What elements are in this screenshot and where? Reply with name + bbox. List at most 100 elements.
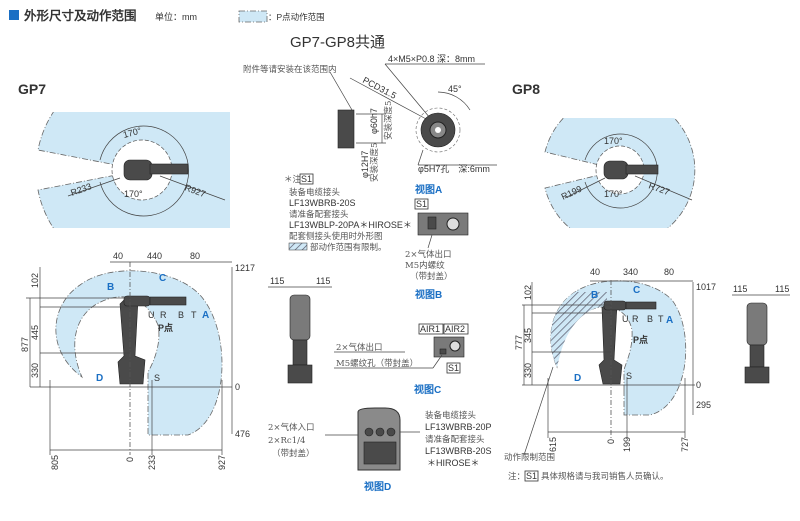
view-a-install-note: 附件等请安装在该范围内 — [243, 64, 337, 75]
gp8-angle-top: 170° — [604, 136, 623, 146]
view-a-thread: 4×M5×P0.8 深：8mm — [388, 54, 475, 64]
view-d-right-0: 装备电缆接头 — [425, 410, 477, 421]
gp8-arrow-d: D — [574, 373, 581, 384]
view-a-depth1: 安装深度5 — [383, 101, 394, 140]
gp8-dim-bottom-2: 199 — [622, 437, 632, 452]
gp7-dim-right-2: 476 — [235, 429, 250, 439]
gp7-axis-r: R — [160, 310, 167, 320]
note-s1-prefix: ＊注 — [284, 174, 302, 185]
gp7-arrow-b: B — [107, 282, 114, 293]
view-a-flange-face — [415, 91, 497, 166]
gp8-label: GP8 — [512, 81, 540, 97]
view-a-title: 视图A — [415, 183, 442, 196]
gp7-dim-left-2: 330 — [30, 363, 40, 378]
view-b-title: 视图B — [415, 288, 442, 301]
gp7-arrow-a: A — [202, 310, 209, 321]
view-d-right-2: 请准备配套接头 — [425, 434, 485, 445]
gp7-p-point: P点 — [158, 322, 173, 333]
gp8-angle-bottom: 170° — [604, 189, 623, 199]
gp7-axis-b: B — [178, 310, 184, 320]
gp8-dim-right-0: 1017 — [696, 282, 716, 292]
gp8-top-view — [544, 118, 696, 228]
footnote-tag: S1 — [526, 471, 537, 481]
gp8-dim-right-1: 0 — [696, 380, 701, 390]
gp8-dim-top-0: 40 — [590, 267, 600, 277]
header-marker — [9, 10, 19, 20]
view-b-drawing — [417, 212, 469, 249]
note-s1-line-3: LF13WBLP-20PA＊HIROSE＊ — [289, 220, 412, 230]
gp8-narrow-view — [732, 294, 790, 384]
gp8-dim-top-1: 340 — [623, 267, 638, 277]
gp7-dim-top-2: 80 — [190, 251, 200, 261]
legend-swatch — [238, 10, 268, 23]
gp8-dim-left-3: 777 — [514, 335, 524, 350]
gp8-axis-r: R — [632, 314, 639, 324]
view-d-right-1: LF13WBRB-20P — [425, 422, 492, 432]
gp7-axis-t: T — [191, 310, 197, 320]
view-a-flange-side — [337, 109, 386, 149]
view-c-tag: S1 — [448, 363, 459, 373]
gp7-top-view — [37, 112, 230, 228]
view-c-air1: AIR1 — [420, 324, 440, 334]
gp7-arrow-c: C — [159, 273, 166, 284]
gp7-dim-bottom-0: 805 — [50, 455, 60, 470]
view-d-right-4: ＊HIROSE＊ — [427, 458, 480, 468]
view-d-left-0: 2×气体入口 — [268, 422, 315, 433]
view-a-angle: 45° — [448, 84, 462, 94]
legend-label: ：P点动作范围 — [268, 12, 325, 22]
gp7-angle-bottom: 170° — [124, 189, 143, 199]
view-b-line-0: 2×气体出口 — [405, 249, 452, 260]
note-s1-line-2: 请准备配套接头 — [289, 209, 349, 220]
gp7-label: GP7 — [18, 81, 46, 97]
gp7-axis-u: U — [148, 310, 155, 320]
gp8-dim-bottom-0: 615 — [548, 437, 558, 452]
note-s1-line-0: 装备电缆接头 — [289, 187, 341, 198]
view-c-air2: AIR2 — [445, 324, 465, 334]
view-b-line-2: （带封盖） — [410, 271, 453, 282]
unit-label: 单位：mm — [155, 11, 197, 22]
gp7-narrow-dim-left: 115 — [270, 276, 284, 286]
gp7-dim-bottom-3: 927 — [217, 455, 227, 470]
gp7-narrow-view — [268, 286, 332, 384]
gp8-dim-right-2: 295 — [696, 400, 711, 410]
gp8-limit-label: 动作限制范围 — [504, 452, 555, 463]
view-b-tag: S1 — [416, 199, 427, 209]
gp8-axis-s: S — [626, 371, 632, 381]
view-c-title: 视图C — [414, 383, 441, 396]
gp7-dim-left-1: 445 — [30, 325, 40, 340]
gp8-arrow-c: C — [633, 285, 640, 296]
gp8-axis-t: T — [658, 314, 664, 324]
page-title: 外形尺寸及动作范围 — [23, 8, 137, 23]
gp7-angle-top: 170° — [122, 125, 143, 140]
gp7-axis-s: S — [154, 373, 160, 383]
gp7-dim-bottom-2: 233 — [147, 455, 157, 470]
gp7-dim-top-0: 40 — [113, 251, 123, 261]
hatch-swatch — [288, 242, 308, 251]
view-a-pin: φ5H7孔 深:6mm — [418, 164, 490, 174]
view-d-left-1: 2×Rc1/4 — [268, 436, 305, 446]
gp7-dim-left-0: 102 — [30, 273, 40, 288]
gp8-arrow-b: B — [591, 290, 598, 301]
note-s1-line-5: 部动作范围有限制。 — [310, 242, 387, 253]
gp8-dim-left-1: 345 — [523, 328, 533, 343]
view-a-pcd: PCD31.5 — [361, 75, 398, 101]
gp7-dim-left-3: 877 — [20, 337, 30, 352]
gp8-dim-bottom-3: 727 — [680, 437, 690, 452]
gp8-narrow-dim-left: 115 — [733, 284, 747, 294]
view-d-drawing — [325, 407, 420, 471]
footnote-text: 具体规格请与我司销售人员确认。 — [541, 471, 669, 482]
note-s1-line-1: LF13WBRB-20S — [289, 198, 356, 208]
gp7-narrow-dim-right: 115 — [316, 276, 330, 286]
gp8-p-point: P点 — [633, 334, 648, 345]
gp8-axis-b: B — [647, 314, 653, 324]
gp7-dim-bottom-1: 0 — [125, 457, 135, 462]
gp8-dim-bottom-1: 0 — [606, 439, 616, 444]
view-c-drawing — [334, 336, 465, 369]
view-a-bore: φ12H7 — [360, 151, 370, 178]
view-c-line-0: 2×气体出口 — [336, 342, 383, 353]
view-c-line-1: M5螺纹孔（带封盖） — [336, 358, 418, 369]
view-b-line-1: M5内螺纹 — [405, 260, 445, 271]
gp8-arrow-a: A — [666, 315, 673, 326]
note-s1-line-4: 配套侧接头使用时外形图 — [289, 231, 383, 242]
